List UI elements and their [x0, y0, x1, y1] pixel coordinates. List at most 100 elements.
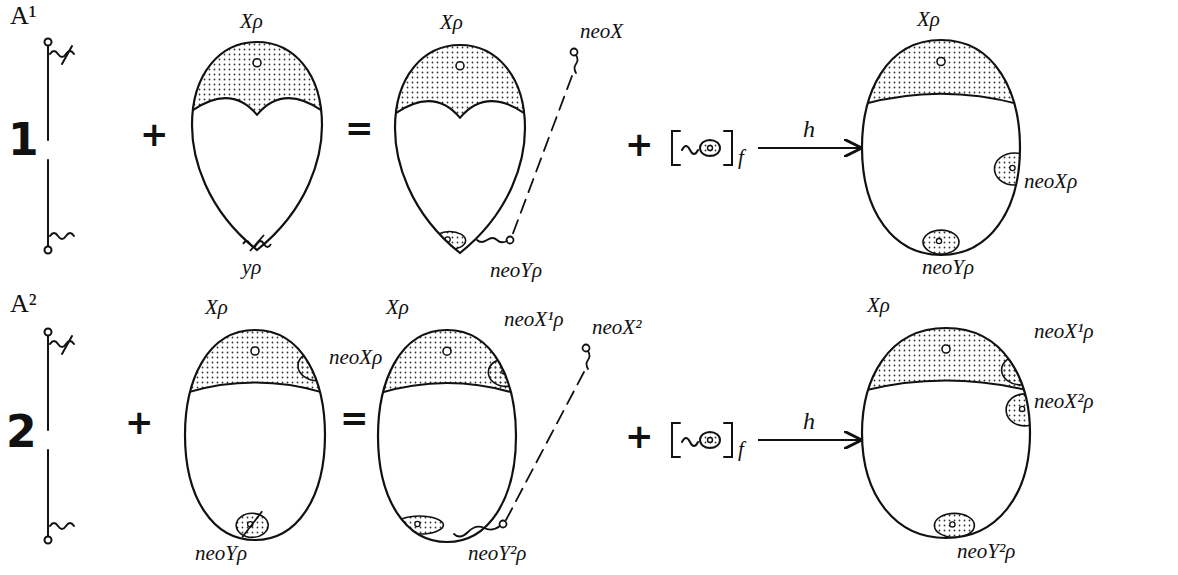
- bracket: [672, 131, 680, 165]
- set-label: Xρ: [440, 11, 463, 34]
- arrow-label: h: [803, 116, 815, 142]
- set-shape: XρneoX¹ρneoX²ρneoY²ρ: [862, 328, 1030, 538]
- small-circle: [1010, 165, 1015, 170]
- operator-sign: =: [345, 110, 374, 147]
- set-label: neoX²ρ: [1034, 390, 1094, 413]
- operator-sign: +: [625, 418, 654, 455]
- set-label: neoYρ: [922, 256, 974, 279]
- squiggle: [587, 351, 590, 369]
- bracket-group: f: [668, 420, 754, 460]
- segment-end: [45, 537, 52, 544]
- small-circle: [443, 347, 451, 355]
- region-fill: [185, 330, 338, 537]
- operator-sign: +: [125, 404, 154, 441]
- mapping-arrow: [758, 147, 860, 149]
- set-label: neoY²ρ: [468, 542, 526, 565]
- cap-border: [185, 383, 325, 394]
- squiggle: [682, 438, 698, 446]
- shape-outline: [395, 45, 525, 253]
- small-circle: [942, 345, 950, 353]
- small-circle: [950, 522, 955, 527]
- segment-a2: [45, 329, 75, 544]
- segment-end: [507, 237, 514, 244]
- cap-border: [192, 98, 322, 115]
- operator-sign: +: [625, 126, 654, 163]
- shape-outline: [378, 330, 516, 542]
- set-shape: XρneoYρ: [395, 45, 525, 253]
- arrow-label: h: [803, 408, 815, 434]
- blob: [700, 432, 720, 448]
- outline: [185, 330, 325, 540]
- segment-line: [47, 160, 49, 246]
- squiggle: [50, 233, 74, 239]
- shape-outline: [862, 328, 1030, 538]
- small-circle: [253, 59, 261, 67]
- set-label: Xρ: [386, 296, 409, 319]
- small-circle: [708, 146, 713, 151]
- small-circle: [456, 62, 464, 70]
- bracket-symbol: [672, 423, 732, 457]
- segment-line: [47, 46, 49, 140]
- outline: [192, 42, 322, 250]
- dotted-blob: [923, 230, 959, 254]
- set-label: neoY²ρ: [957, 540, 1015, 563]
- squiggle: [50, 51, 74, 57]
- squiggle: [682, 146, 698, 154]
- dotted-cap: [192, 42, 322, 115]
- cross-mark: [62, 336, 72, 354]
- operator-sign: +: [140, 116, 169, 153]
- set-shape: XρneoXρneoYρ: [185, 330, 325, 540]
- small-circle: [937, 58, 945, 66]
- set-label: A²: [10, 290, 37, 319]
- row-number: 2: [6, 408, 37, 456]
- set-label: A¹: [10, 2, 37, 31]
- shape-outline: [862, 40, 1020, 255]
- squiggle: [477, 238, 507, 242]
- operator-sign: =: [340, 400, 369, 437]
- dotted-cap: [862, 40, 1020, 105]
- small-circle: [415, 521, 420, 526]
- dotted-cap: [395, 45, 525, 118]
- set-label: neoXρ: [1024, 170, 1077, 193]
- segment-line: [47, 450, 49, 536]
- set-shape: Xρyρ: [192, 42, 322, 250]
- segment-a1: [45, 39, 75, 254]
- set-label: yρ: [242, 256, 261, 279]
- region-fill: [192, 42, 322, 115]
- region-fill: [862, 40, 1034, 254]
- small-circle: [936, 239, 941, 244]
- set-label: Xρ: [240, 10, 263, 33]
- set-label: neoX¹ρ: [1034, 320, 1094, 343]
- bracket: [672, 423, 680, 457]
- set-label: f: [738, 146, 744, 169]
- segment-end: [45, 247, 52, 254]
- bracket-symbol: [672, 131, 732, 165]
- small-circle: [708, 438, 713, 443]
- segment-end: [45, 329, 52, 336]
- segment-line: [47, 336, 49, 430]
- region-fill: [862, 328, 1042, 537]
- cap-border: [862, 381, 1030, 392]
- cap-border: [395, 101, 525, 118]
- mapping-arrow: [758, 439, 860, 441]
- set-label: Xρ: [917, 8, 940, 31]
- cross-mark: [250, 235, 264, 251]
- outline: [395, 45, 525, 253]
- squiggle: [454, 526, 500, 537]
- shape-outline: [185, 330, 325, 540]
- set-shape: XρneoX¹ρneoY²ρ: [378, 330, 516, 542]
- set-label: Xρ: [867, 294, 890, 317]
- dotted-blob: [488, 358, 524, 386]
- cross-mark: [62, 46, 72, 64]
- region-fill: [395, 45, 525, 250]
- set-shape: XρneoXρneoYρ: [862, 40, 1020, 255]
- cap-border: [378, 383, 516, 394]
- bracket: [724, 131, 732, 165]
- small-circle: [251, 347, 259, 355]
- dotted-cap: [862, 328, 1030, 391]
- small-circle: [1020, 406, 1025, 411]
- outline: [378, 330, 516, 542]
- set-label: neoYρ: [195, 542, 247, 565]
- dashed-line: [506, 372, 584, 520]
- segment-end: [45, 39, 52, 46]
